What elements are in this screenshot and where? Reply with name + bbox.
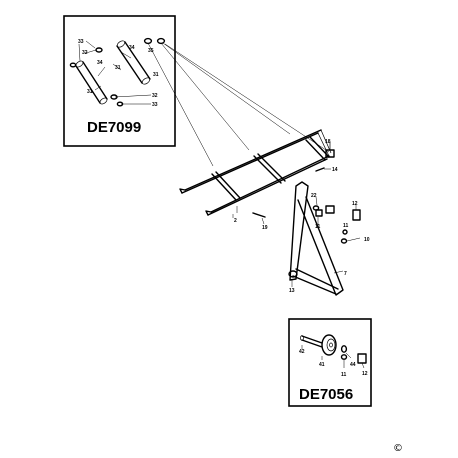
main-roller-frame <box>179 129 332 216</box>
nut-11 <box>340 354 348 360</box>
end-caps-35 <box>143 37 166 45</box>
callout-12-wheel: 12 <box>362 371 368 377</box>
callout-34-right: 34 <box>129 45 135 51</box>
callout-31-right: 31 <box>153 72 159 78</box>
callout-7: 7 <box>344 271 347 277</box>
cap-11-upper <box>315 209 323 217</box>
de7099-kit-frame <box>63 15 176 147</box>
callout-32-top: 32 <box>82 50 88 56</box>
callout-2: 2 <box>234 218 237 224</box>
callout-12-upper: 12 <box>352 201 358 207</box>
de7056-kit-frame <box>288 318 372 407</box>
callout-33-bottom: 33 <box>152 102 158 108</box>
callout-32-bottom: 32 <box>152 93 158 99</box>
knob-22 <box>325 205 335 214</box>
de7099-kit-inset: 33 32 34 31 34 35 31 31 32 33 DE7099 <box>63 15 176 147</box>
callout-13: 13 <box>289 288 295 294</box>
callout-22: 22 <box>311 193 317 199</box>
callout-11-wheel: 11 <box>341 372 347 378</box>
de7056-kit-inset: 42 41 44 11 12 DE7056 <box>288 318 372 407</box>
kit-model-de7099: DE7099 <box>87 119 141 136</box>
bolt-10 <box>340 238 348 244</box>
callout-41: 41 <box>319 362 325 368</box>
kit-model-de7056: DE7056 <box>299 386 353 403</box>
callout-19: 19 <box>262 225 268 231</box>
bolt-14 <box>315 167 325 172</box>
callout-34-left: 34 <box>97 60 103 66</box>
washer-44 <box>340 345 348 353</box>
callout-18: 18 <box>325 139 331 145</box>
callout-33-top: 33 <box>78 39 84 45</box>
callout-44: 44 <box>350 362 356 368</box>
reference-lines <box>147 42 330 167</box>
wheel-41 <box>321 334 337 356</box>
callout-14: 14 <box>332 167 338 173</box>
fittings <box>288 205 361 278</box>
washer-11 <box>342 229 348 235</box>
copyright-mark: © <box>393 443 403 454</box>
callout-42: 42 <box>299 349 305 355</box>
roller-upper-left <box>75 60 108 105</box>
callout-31-bottom: 31 <box>87 89 93 95</box>
axle-42 <box>301 335 323 348</box>
callout-11-lower: 11 <box>343 223 349 229</box>
callout-31-mid: 31 <box>115 65 121 71</box>
callout-35: 35 <box>148 48 154 54</box>
cap-12-lower <box>357 353 367 364</box>
leg-stand <box>289 181 344 296</box>
cap-12-upper <box>352 209 361 221</box>
pin-19 <box>252 212 266 218</box>
bracket-18 <box>325 142 335 158</box>
callout-11-upper: 11 <box>315 224 321 230</box>
callout-10: 10 <box>364 237 370 243</box>
foot-13 <box>288 270 298 278</box>
